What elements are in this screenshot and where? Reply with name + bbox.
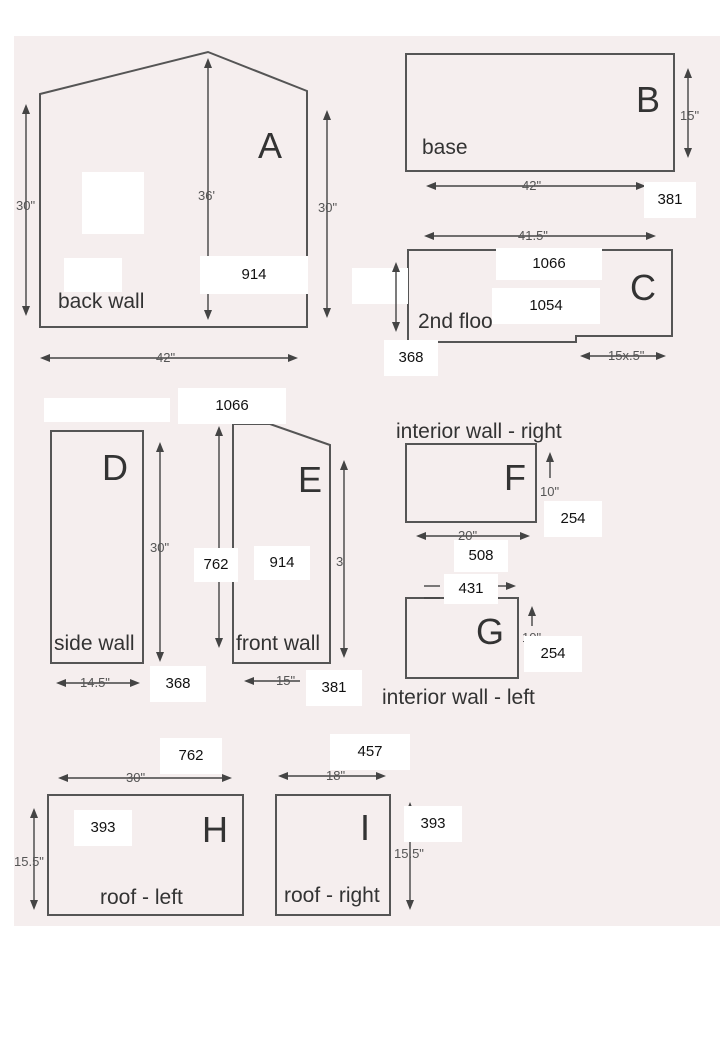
mm-label: 1054 bbox=[492, 288, 600, 324]
piece-name: side wall bbox=[54, 632, 135, 655]
dim-label: 41.5" bbox=[518, 228, 548, 243]
piece-name: back wall bbox=[58, 290, 144, 313]
mm-label: 393 bbox=[74, 810, 132, 846]
piece-letter: B bbox=[636, 79, 660, 120]
mm-label: 368 bbox=[384, 340, 438, 376]
piece-letter: F bbox=[504, 457, 526, 498]
dim-label: 15.5" bbox=[394, 846, 424, 861]
piece-name: roof - right bbox=[284, 884, 380, 907]
dim-label: 15x.5" bbox=[608, 348, 645, 363]
dim-label: 10" bbox=[540, 484, 559, 499]
piece-letter: H bbox=[202, 809, 228, 850]
piece-e-outline bbox=[232, 423, 331, 664]
mm-label: 393 bbox=[404, 806, 462, 842]
mm-label: 431 bbox=[444, 574, 498, 604]
piece-name: 2nd floo bbox=[418, 310, 493, 333]
mask-box bbox=[352, 268, 408, 304]
mm-label: 254 bbox=[544, 501, 602, 537]
mm-label: 254 bbox=[524, 636, 582, 672]
dim-label: 20" bbox=[458, 528, 477, 543]
dim-label: 15" bbox=[680, 108, 699, 123]
piece-b-outline bbox=[405, 53, 675, 172]
piece-h-outline bbox=[47, 794, 244, 916]
piece-name: base bbox=[422, 136, 468, 159]
dim-label: 36' bbox=[198, 188, 215, 203]
dim-label: 30" bbox=[150, 540, 169, 555]
mm-label: 762 bbox=[194, 548, 238, 582]
mm-label: 762 bbox=[160, 738, 222, 774]
mm-label: 457 bbox=[330, 734, 410, 770]
piece-name: roof - left bbox=[100, 886, 183, 909]
piece-letter: A bbox=[258, 125, 282, 166]
mm-label: 508 bbox=[454, 540, 508, 572]
mm-label: 914 bbox=[200, 256, 308, 294]
dim-label: 14.5" bbox=[80, 675, 110, 690]
piece-a-outline bbox=[39, 50, 308, 328]
piece-letter: G bbox=[476, 611, 504, 652]
piece-letter: D bbox=[102, 447, 128, 488]
piece-letter: E bbox=[298, 459, 322, 500]
piece-letter: I bbox=[360, 807, 370, 848]
dim-label: 42" bbox=[156, 350, 175, 365]
dim-label: 30" bbox=[16, 198, 35, 213]
dim-label: 42" bbox=[522, 178, 541, 193]
mask-box bbox=[44, 398, 170, 422]
mm-label: 1066 bbox=[496, 248, 602, 280]
mm-label: 381 bbox=[644, 182, 696, 218]
dim-label: 18" bbox=[326, 768, 345, 783]
dim-label: 30" bbox=[126, 770, 145, 785]
mm-label: 1066 bbox=[178, 388, 286, 424]
piece-name: interior wall - left bbox=[382, 686, 535, 709]
dim-label: 30" bbox=[318, 200, 337, 215]
piece-f-outline bbox=[405, 443, 537, 523]
dim-label: 15" bbox=[276, 673, 295, 688]
mask-box bbox=[82, 172, 144, 234]
mask-box bbox=[64, 258, 122, 292]
piece-d-outline bbox=[50, 430, 144, 664]
piece-name: interior wall - right bbox=[396, 420, 562, 443]
mm-label: 368 bbox=[150, 666, 206, 702]
mm-label: 381 bbox=[306, 670, 362, 706]
piece-letter: C bbox=[630, 267, 656, 308]
dim-label: 15.5" bbox=[14, 854, 44, 869]
dim-label: 3 bbox=[336, 554, 343, 569]
mm-label: 914 bbox=[254, 546, 310, 580]
piece-name: front wall bbox=[236, 632, 320, 655]
piece-i-outline bbox=[275, 794, 391, 916]
